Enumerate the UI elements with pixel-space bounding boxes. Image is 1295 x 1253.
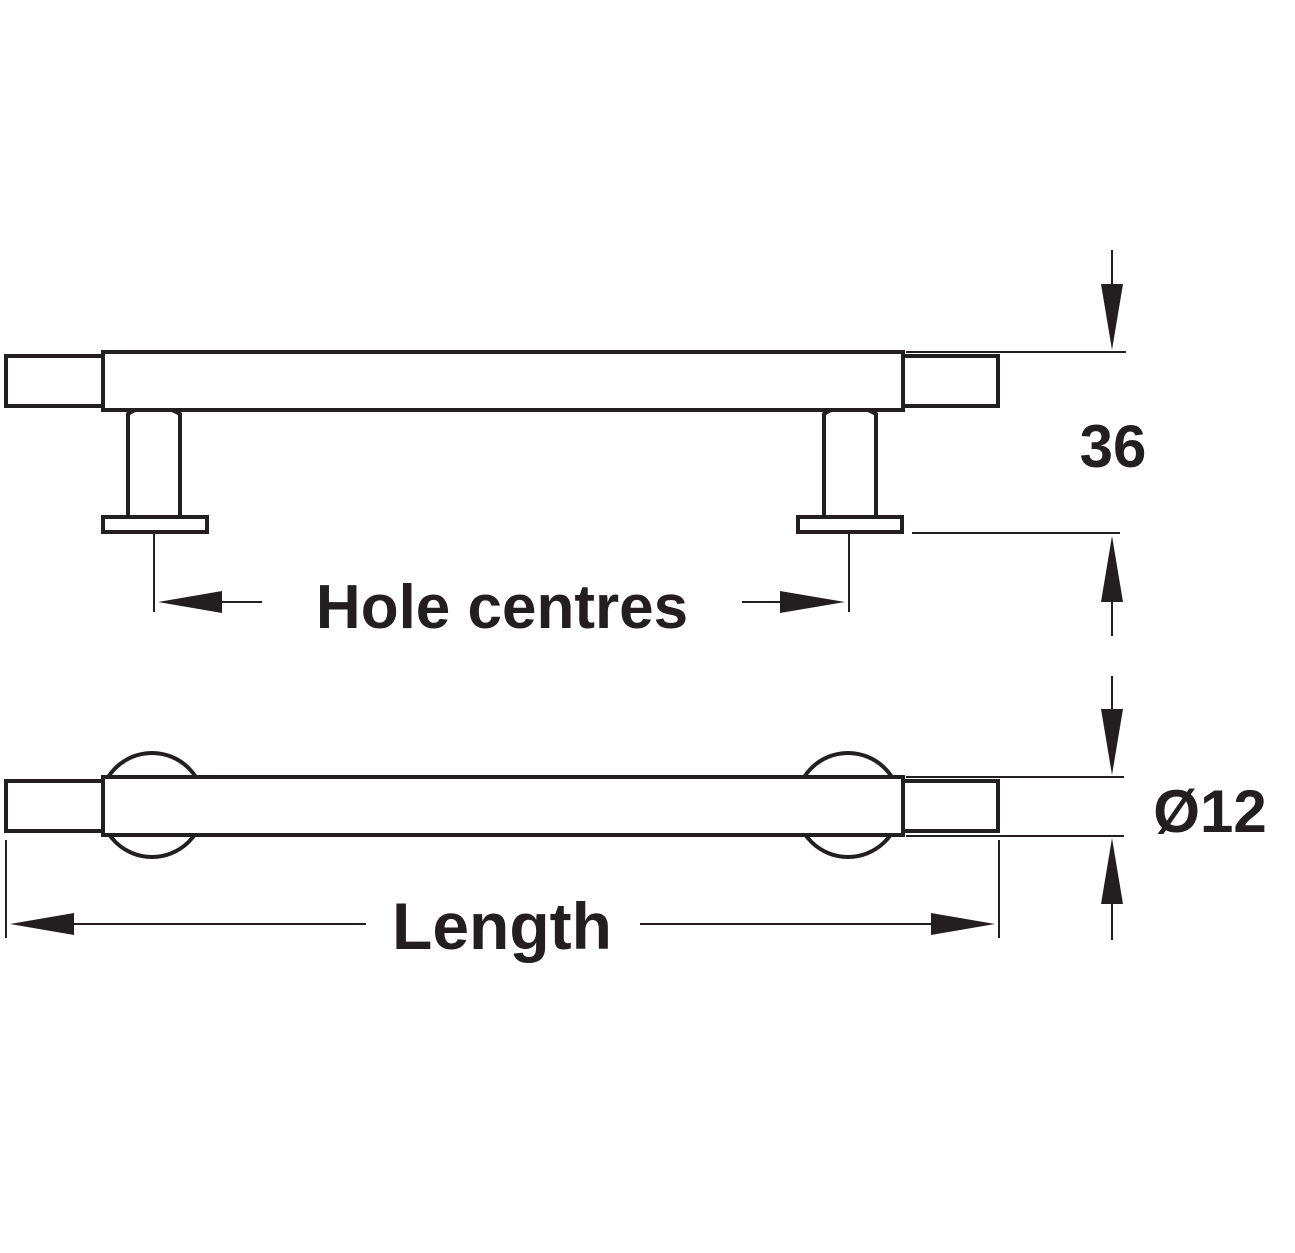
- right-end-cap: [898, 354, 1000, 408]
- left-foot-plate: [101, 515, 209, 534]
- height-label: 36: [1080, 413, 1147, 480]
- height-dimension: 36: [906, 250, 1146, 636]
- side-view: [4, 350, 1000, 534]
- diameter-arrow-bottom: [1101, 838, 1123, 904]
- right-foot-plate: [796, 515, 904, 534]
- right-post: [822, 404, 878, 522]
- top-view: [4, 751, 1000, 859]
- hole-centres-arrow-left: [158, 591, 222, 613]
- hole-centres-arrow-right: [780, 591, 845, 613]
- length-arrow-left: [10, 913, 74, 935]
- side-main-bar: [101, 350, 905, 412]
- left-end-cap: [4, 354, 108, 408]
- height-arrow-top: [1101, 284, 1123, 350]
- height-arrow-bottom: [1101, 536, 1123, 602]
- left-post: [126, 404, 182, 522]
- top-main-bar: [101, 775, 905, 837]
- diameter-dimension: Ø12: [906, 676, 1267, 940]
- top-left-end-cap: [4, 779, 108, 833]
- diameter-arrow-top: [1101, 709, 1123, 775]
- top-right-end-cap: [898, 779, 1000, 833]
- length-dimension: Length: [5, 840, 1000, 963]
- diameter-label: Ø12: [1153, 778, 1266, 845]
- length-arrow-right: [931, 913, 995, 935]
- length-label: Length: [392, 889, 612, 963]
- hole-centres-label: Hole centres: [316, 573, 688, 642]
- hole-centres-dimension: Hole centres: [153, 534, 850, 642]
